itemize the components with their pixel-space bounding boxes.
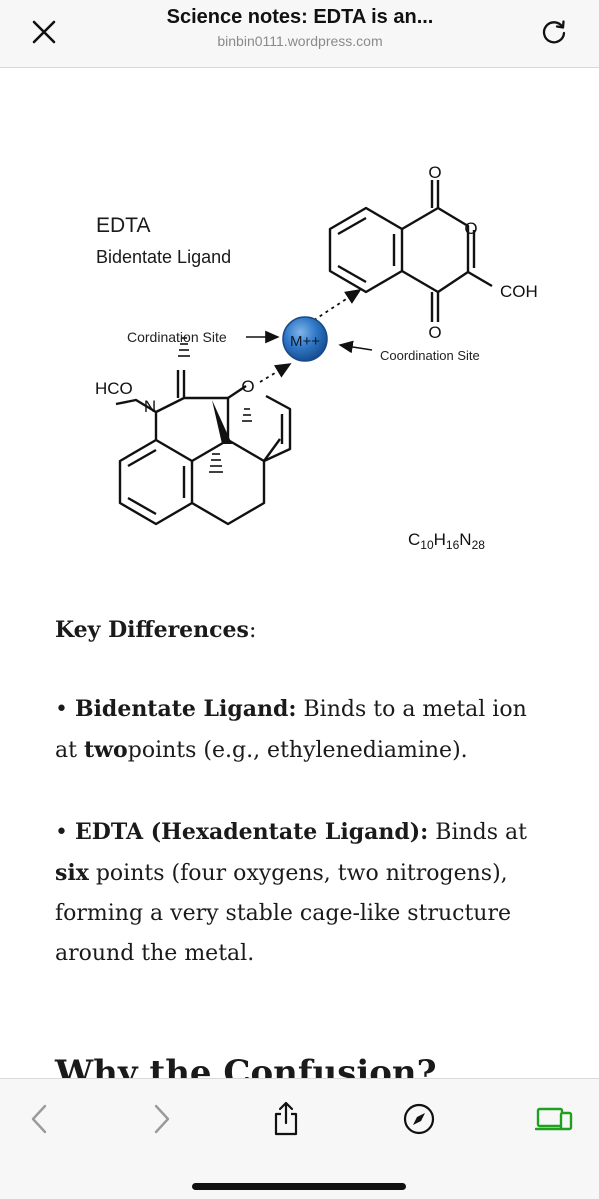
atom-o-top: O: [428, 163, 441, 182]
group-coh: COH: [500, 282, 538, 301]
devices-icon[interactable]: [532, 1097, 576, 1141]
group-hco: HCO: [95, 379, 133, 398]
atom-o-ring: O: [464, 219, 477, 238]
page-title: Science notes: EDTA is an...: [166, 6, 434, 28]
chevron-left-icon[interactable]: [17, 1097, 61, 1141]
reload-icon[interactable]: [534, 12, 574, 52]
why-confusion-heading: Why the Confusion?: [55, 1053, 437, 1078]
close-icon[interactable]: [26, 14, 62, 50]
atom-o-left: O: [241, 377, 254, 396]
figure-subtitle: Bidentate Ligand: [96, 247, 232, 267]
figure-title: EDTA: [96, 214, 151, 237]
cordination-site-label: Cordination Site: [127, 329, 227, 345]
browser-bottom-bar: [0, 1078, 599, 1199]
compass-icon[interactable]: [397, 1097, 441, 1141]
atom-n: N: [144, 397, 156, 416]
web-content: M++ O O O O N HCO COH Cordination Site C…: [10, 69, 599, 1078]
key-differences-heading: Key Differences:: [55, 617, 257, 643]
bidentate-paragraph: • Bidentate Ligand: Binds to a metal ion…: [55, 696, 527, 763]
page-url[interactable]: binbin0111.wordpress.com: [217, 33, 383, 49]
coordination-site-label: Coordination Site: [380, 348, 480, 363]
edta-structure-diagram: M++ O O O O N HCO COH Cordination Site C…: [95, 163, 538, 552]
edta-paragraph: • EDTA (Hexadentate Ligand): Binds at si…: [55, 819, 527, 966]
home-indicator[interactable]: [192, 1183, 406, 1190]
browser-top-bar: Science notes: EDTA is an... binbin0111.…: [0, 0, 599, 68]
metal-ion-label: M++: [290, 333, 320, 350]
chevron-right-icon[interactable]: [140, 1097, 184, 1141]
share-icon[interactable]: [264, 1097, 308, 1141]
molecular-formula: C10H16N28: [408, 530, 485, 552]
atom-o-bottom: O: [428, 323, 441, 342]
